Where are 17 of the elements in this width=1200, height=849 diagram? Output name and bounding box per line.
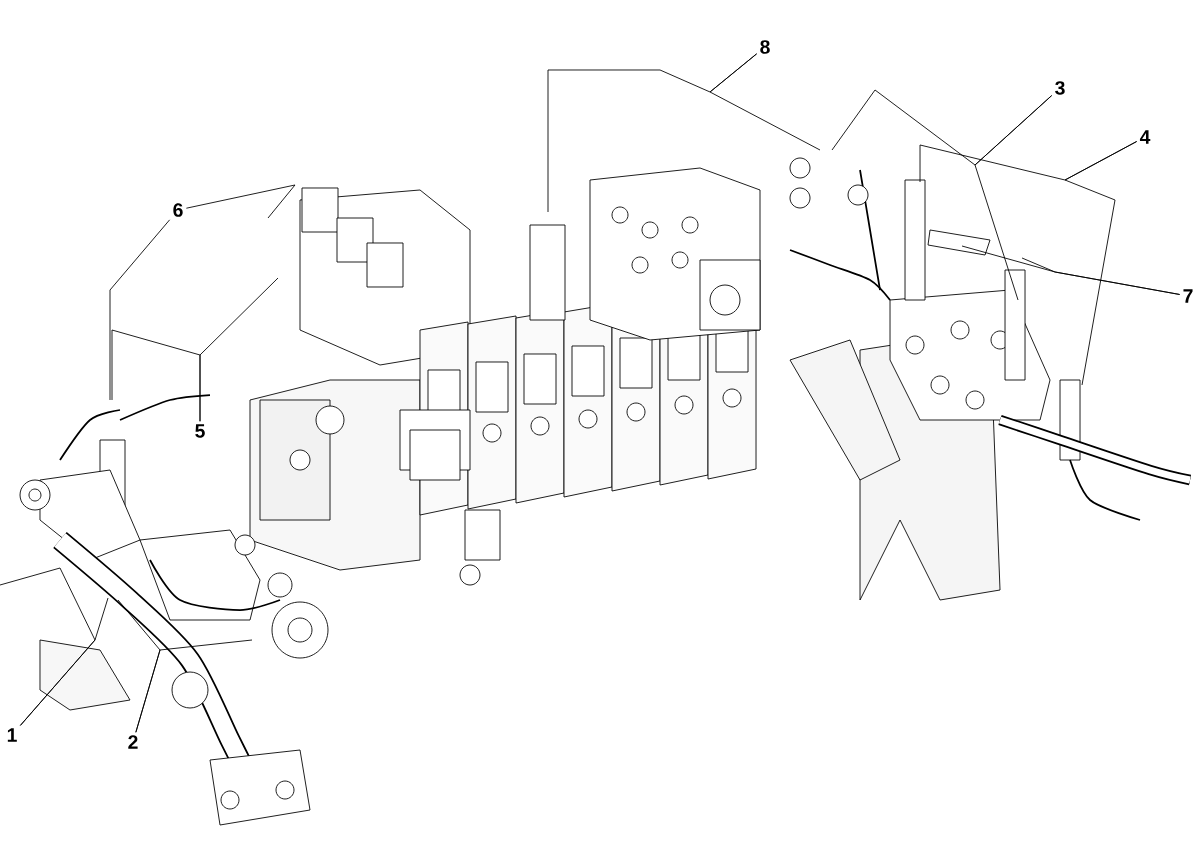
callout-number: 4	[1139, 130, 1151, 144]
callout-number: 2	[128, 735, 138, 749]
leader-line	[185, 184, 296, 219]
callout-number: 7	[1183, 289, 1193, 303]
callout-number: 5	[195, 424, 205, 438]
leader-line	[109, 219, 171, 401]
leader-line	[199, 277, 279, 422]
leader-line	[709, 53, 821, 151]
callout-number: 1	[7, 728, 17, 742]
leader-line	[961, 245, 1181, 295]
leader-line	[19, 597, 109, 726]
callout-number: 8	[760, 40, 770, 54]
leader-line	[974, 95, 1053, 301]
leader-line	[1064, 141, 1138, 386]
callout-number: 6	[173, 203, 183, 217]
callout-number: 3	[1055, 81, 1065, 95]
leader-line	[135, 639, 253, 733]
